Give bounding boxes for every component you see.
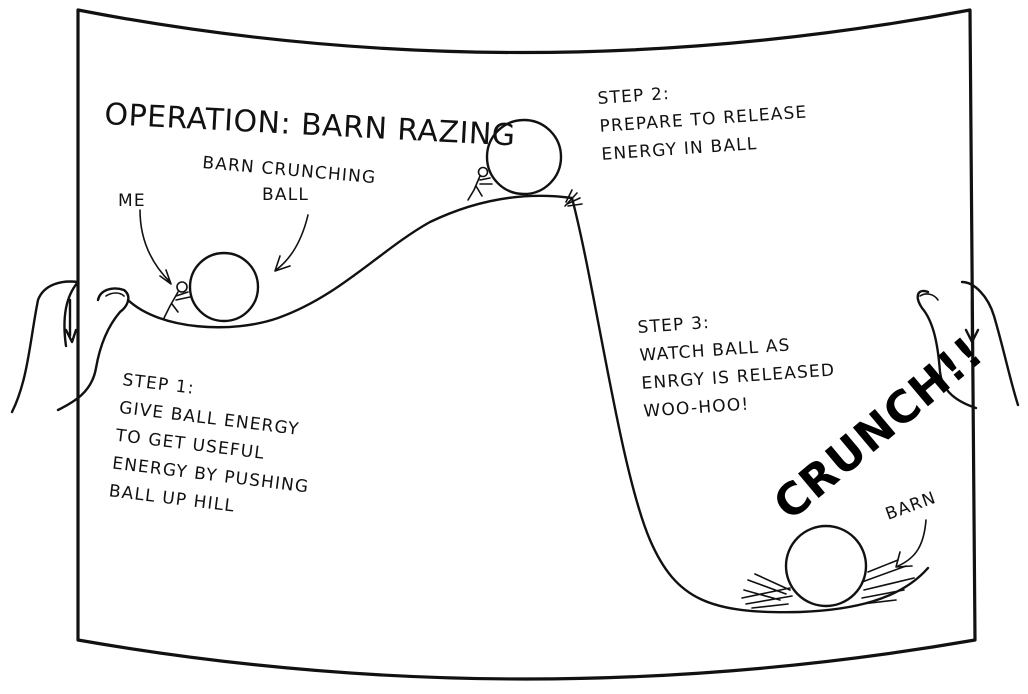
label-me: ME	[118, 191, 146, 211]
label-ball-line2: BALL	[262, 185, 309, 205]
